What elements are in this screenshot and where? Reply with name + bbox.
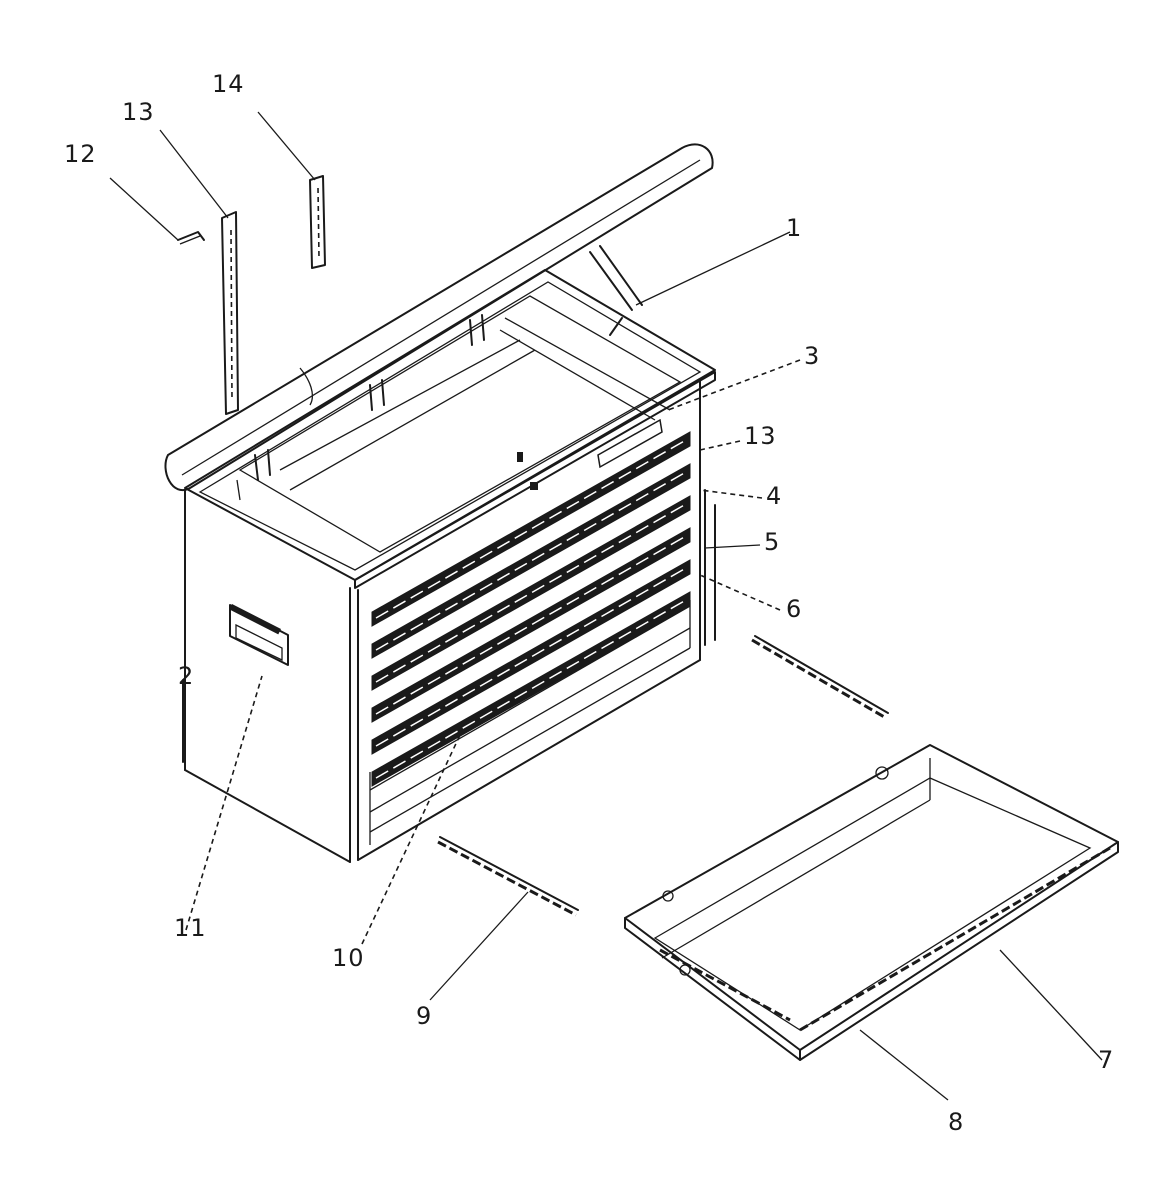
callout-4: 4	[766, 482, 783, 510]
drawer-front	[371, 495, 691, 691]
side-handle	[229, 604, 289, 666]
callout-6: 6	[786, 595, 803, 623]
callout-13-lower: 13	[744, 422, 777, 450]
removed-drawer	[624, 744, 1119, 1061]
callout-11: 11	[174, 914, 207, 942]
drawer-stack	[371, 418, 691, 787]
part-13-strip	[221, 211, 239, 415]
leader-lines	[109, 111, 1103, 1101]
part-14-strip	[309, 175, 326, 269]
drawer-front	[371, 463, 691, 659]
top-tray	[184, 269, 716, 581]
callout-3: 3	[804, 342, 821, 370]
drawer-front	[371, 431, 691, 627]
drawer-slide-left	[437, 836, 579, 917]
callout-5: 5	[764, 528, 781, 556]
callout-7: 7	[1098, 1046, 1115, 1074]
drawer-front	[371, 527, 691, 723]
callout-8: 8	[948, 1108, 965, 1136]
drawer-front	[371, 559, 691, 755]
callout-1: 1	[786, 214, 803, 242]
callout-9: 9	[416, 1002, 433, 1030]
drawer-front	[371, 591, 691, 787]
callout-12: 12	[64, 140, 97, 168]
part-12-bracket	[177, 231, 205, 245]
callout-10: 10	[332, 944, 365, 972]
callout-2: 2	[178, 662, 195, 690]
label-plate	[597, 418, 663, 469]
callout-13-upper: 13	[122, 98, 155, 126]
lid-support-arm	[589, 245, 643, 336]
callout-14: 14	[212, 70, 245, 98]
drawer-slide-right	[751, 635, 889, 720]
